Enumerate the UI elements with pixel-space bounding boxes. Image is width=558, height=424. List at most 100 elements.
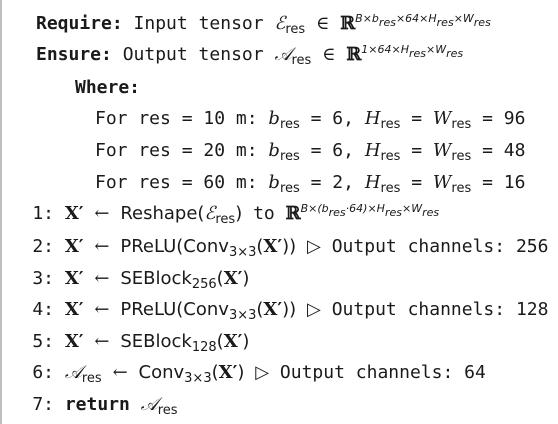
where-item-b: b — [268, 108, 280, 129]
step-var: X′ — [64, 331, 84, 352]
step-open: ( — [256, 236, 264, 257]
step-op: Conv — [138, 362, 185, 383]
where-item-w-sub: res — [451, 149, 472, 164]
step-to: to — [253, 203, 275, 224]
step-arg-sub: res — [215, 212, 236, 227]
step-sup: B×(bres·64)×Hres×Wres — [300, 202, 440, 218]
step-line: 7: return 𝒜res — [20, 390, 178, 420]
step-number: 3: — [32, 268, 54, 289]
ensure-sup-b: ×W — [426, 43, 447, 56]
step-number: 7: — [32, 394, 54, 415]
step-var-sub: res — [81, 371, 102, 386]
where-item-prefix: For res = 10 m: — [95, 108, 258, 129]
ensure-symbol: 𝒜 — [274, 44, 292, 65]
step-line: 2: X′ ← PReLU(Conv3×3(X′)) ▷ Output chan… — [20, 232, 548, 262]
step-open: ( — [216, 331, 224, 352]
return-keyword: return — [64, 394, 130, 415]
comment-triangle-icon: ▷ — [307, 299, 321, 320]
require-sup-sub: res — [378, 16, 396, 29]
require-in: ∈ — [316, 13, 330, 34]
require-symbol-sub: res — [285, 22, 306, 37]
step-arrow: ← — [94, 331, 110, 352]
step-open: ( — [211, 362, 219, 383]
where-item-prefix: For res = 20 m: — [95, 140, 258, 161]
step-close: ) — [237, 362, 245, 383]
step-sup-a: B×(b — [300, 202, 329, 215]
step-arrow: ← — [94, 299, 110, 320]
step-var: X′ — [64, 236, 84, 257]
ensure-sup-sub2: res — [446, 47, 464, 60]
step-close: )) — [282, 299, 297, 320]
step-sup-sub: res — [328, 206, 346, 219]
ensure-space: ℝ — [346, 44, 362, 65]
step-op: SEBlock — [120, 331, 192, 352]
step-arg: X′ — [218, 362, 238, 383]
where-item-b-sub: res — [279, 181, 300, 196]
ensure-keyword: Ensure: — [36, 44, 112, 65]
step-arrow: ← — [94, 236, 110, 257]
where-item-h-sub: res — [380, 117, 401, 132]
where-item-h: H — [364, 108, 381, 129]
where-item-b-val: = 6, — [310, 108, 354, 129]
where-item-w: W — [432, 172, 452, 193]
step-open: ( — [216, 268, 224, 289]
comment-triangle-icon: ▷ — [307, 236, 321, 257]
where-item-val: = 16 — [482, 172, 526, 193]
ensure-sup: 1×64×Hres×Wres — [361, 43, 463, 59]
where-item-h: H — [364, 140, 381, 161]
step-line: 5: X′ ← SEBlock128(X′) — [20, 327, 249, 357]
step-comment: Output channels: 64 — [279, 362, 486, 383]
where-item-eq: = — [411, 140, 423, 161]
step-var: X′ — [64, 268, 84, 289]
ensure-symbol-sub: res — [291, 53, 312, 68]
where-item-w: W — [432, 108, 452, 129]
step-number: 2: — [32, 236, 54, 257]
step-op-sub: 256 — [191, 277, 217, 292]
step-op-sub: 3×3 — [184, 371, 212, 386]
where-item-val: = 96 — [482, 108, 526, 129]
step-comment: Output channels: 256 — [331, 236, 549, 257]
step-open: ( — [256, 299, 264, 320]
step-line: 3: X′ ← SEBlock256(X′) — [20, 264, 249, 294]
require-sup: B×bres×64×Hres×Wres — [355, 12, 491, 28]
step-close: ) — [242, 331, 250, 352]
require-space: ℝ — [340, 13, 356, 34]
where-item-h-sub: res — [380, 181, 401, 196]
ensure-text: Output tensor — [122, 44, 264, 65]
step-sup-sub2: res — [384, 206, 402, 219]
where-item-eq: = — [411, 108, 423, 129]
ensure-in: ∈ — [322, 44, 336, 65]
where-item-b: b — [268, 140, 280, 161]
require-text: Input tensor — [133, 13, 264, 34]
step-var: 𝒜 — [140, 394, 158, 415]
where-item-val: = 48 — [482, 140, 526, 161]
require-keyword: Require: — [36, 13, 123, 34]
where-line: Where: — [75, 73, 140, 103]
step-arg: X′ — [263, 236, 283, 257]
step-var: 𝒜 — [64, 362, 82, 383]
where-item-h: H — [364, 172, 381, 193]
step-sup-c: ×W — [401, 202, 423, 215]
algorithm-left-rule — [0, 0, 2, 424]
require-sup-b: ×64×H — [395, 12, 437, 25]
where-item: For res = 60 m: bres = 2, Hres = Wres = … — [95, 168, 525, 198]
require-sup-sub2: res — [436, 16, 454, 29]
step-arrow: ← — [94, 268, 110, 289]
step-line: 4: X′ ← PReLU(Conv3×3(X′)) ▷ Output chan… — [20, 295, 548, 325]
require-sup-a: B×b — [355, 12, 379, 25]
step-op: PReLU(Conv — [120, 236, 229, 257]
step-close: ) — [242, 268, 250, 289]
ensure-sup-a: 1×64×H — [361, 43, 409, 56]
step-sup-sub3: res — [422, 206, 440, 219]
step-number: 5: — [32, 331, 54, 352]
step-arg: ℰ — [204, 203, 216, 224]
where-item-h-sub: res — [380, 149, 401, 164]
where-item-eq: = — [411, 172, 423, 193]
where-keyword: Where: — [75, 77, 141, 98]
step-var-sub: res — [157, 403, 178, 418]
step-close: ) — [235, 203, 243, 224]
step-op: Reshape( — [120, 203, 205, 224]
where-item-w-sub: res — [451, 181, 472, 196]
step-op-sub: 3×3 — [228, 245, 257, 260]
